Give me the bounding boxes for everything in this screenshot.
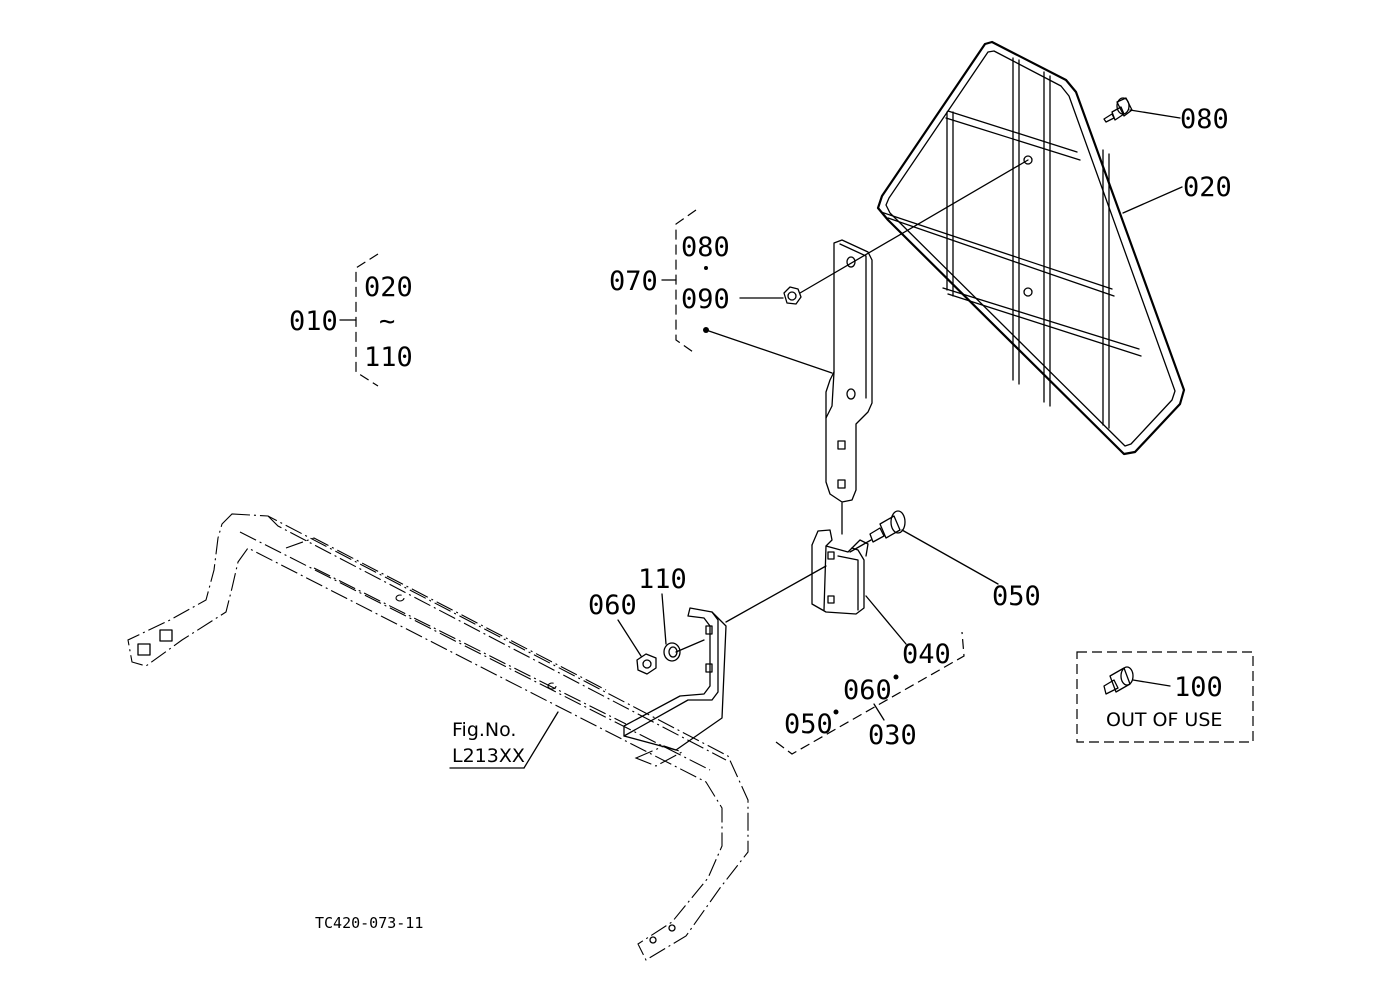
callout-060: 060: [588, 590, 637, 621]
callout-100: 100: [1174, 672, 1223, 703]
callout-030: 030: [868, 720, 917, 751]
fig-ref-line1: Fig.No.: [452, 719, 516, 741]
nut-090: [739, 159, 1029, 305]
callout-070-090: 090: [681, 284, 730, 315]
l-bracket: [623, 565, 827, 751]
callout-030-050: 050: [784, 709, 833, 740]
callout-110: 110: [638, 564, 687, 595]
channel-bracket: [811, 529, 907, 645]
fig-ref-leader: [449, 711, 559, 769]
callout-110-range-end: 110: [364, 342, 413, 373]
callout-070-080: 080: [681, 232, 730, 263]
out-of-use-box: [1076, 651, 1254, 743]
callout-070: 070: [609, 266, 658, 297]
washer-110: [661, 593, 681, 662]
callout-020: 020: [1183, 172, 1232, 203]
callout-050: 050: [992, 581, 1041, 612]
group-010-bracket: [339, 253, 379, 387]
group-070-bracket: [661, 209, 708, 355]
callout-020-range-start: 020: [364, 272, 413, 303]
callout-040: 040: [902, 639, 951, 670]
nut-060: [617, 619, 657, 675]
wire-guard: [876, 40, 1186, 456]
group-030-bracket: [775, 631, 965, 755]
callout-080: 080: [1180, 104, 1229, 135]
callout-030-060: 060: [843, 675, 892, 706]
range-tilde: ~: [379, 306, 395, 337]
main-frame: [127, 513, 749, 961]
bolt-080: [1103, 97, 1181, 123]
bracket-plate: [825, 239, 873, 535]
bolt-100: [1103, 666, 1171, 695]
fig-ref-line2: L213XX: [452, 745, 525, 767]
drawing-id: TC420-073-11: [315, 914, 423, 932]
bolt-050: [849, 510, 999, 585]
out-of-use-label: OUT OF USE: [1106, 709, 1222, 731]
callout-010: 010: [289, 306, 338, 337]
